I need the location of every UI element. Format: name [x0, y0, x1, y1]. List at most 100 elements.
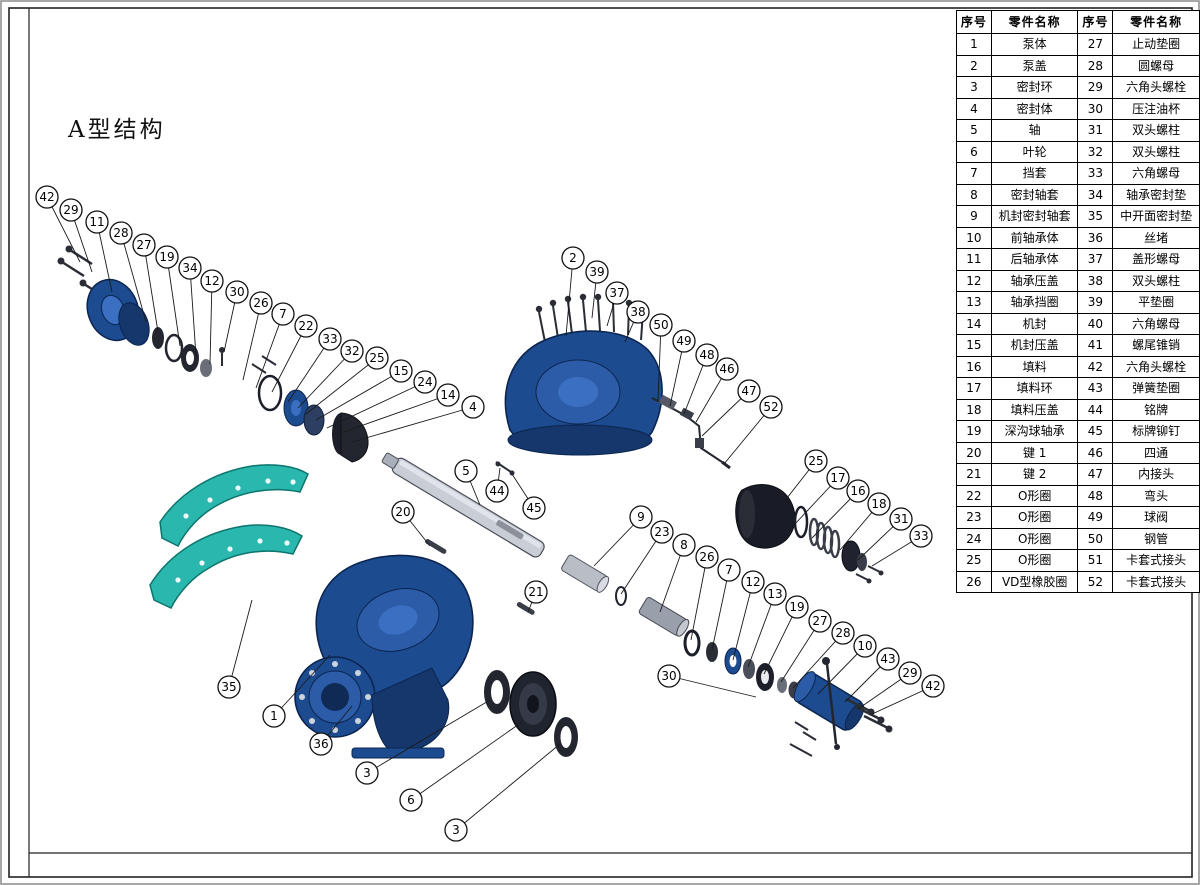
- callout-number: 46: [719, 362, 734, 376]
- callout-number: 29: [63, 203, 78, 217]
- callout-number: 20: [395, 505, 410, 519]
- part-number-cell: 1: [956, 33, 992, 56]
- callout-number: 11: [89, 215, 104, 229]
- callout-number: 19: [789, 600, 804, 614]
- nameplate: [495, 461, 515, 476]
- callout-number: 16: [850, 484, 865, 498]
- part-number-cell: 14: [956, 312, 992, 335]
- leader-line: [326, 381, 426, 429]
- part-name-cell: 弹簧垫圈: [1112, 377, 1200, 400]
- part-name-cell: 键 1: [990, 441, 1079, 464]
- part-name-cell: 内接头: [1112, 463, 1200, 486]
- callout-balloon: [524, 580, 548, 604]
- part-name-cell: 填料环: [990, 377, 1079, 400]
- callout-number: 10: [857, 639, 872, 653]
- part-name-cell: 六角头螺栓: [1112, 76, 1200, 99]
- part-name-cell: 止动垫圈: [1112, 33, 1200, 56]
- part-name-cell: 填料: [990, 355, 1079, 378]
- part-name-cell: 叶轮: [990, 140, 1079, 163]
- part-name-cell: O形圈: [990, 484, 1079, 507]
- callout-balloon: [318, 327, 342, 351]
- parts-table-header: 序号: [1077, 10, 1114, 34]
- callout-number: 47: [741, 384, 756, 398]
- callout-balloon: [672, 329, 696, 353]
- callout-balloon: [109, 221, 133, 245]
- callout-number: 32: [344, 344, 359, 358]
- callout-balloon: [461, 395, 485, 419]
- part-number-cell: 43: [1077, 377, 1114, 400]
- part-name-cell: O形圈: [990, 527, 1079, 550]
- callout-number: 24: [417, 375, 432, 389]
- leader-line: [763, 606, 798, 675]
- part-number-cell: 51: [1077, 549, 1114, 572]
- part-name-cell: 前轴承体: [990, 226, 1079, 249]
- callout-number: 42: [925, 679, 940, 693]
- part-number-cell: 32: [1077, 140, 1114, 163]
- part-number-cell: 29: [1077, 76, 1114, 99]
- part-number-cell: 39: [1077, 291, 1114, 314]
- gauge-piping-assembly: [651, 394, 731, 470]
- callout-balloon: [309, 732, 333, 756]
- callout-number: 42: [39, 190, 54, 204]
- callout-number: 12: [745, 575, 760, 589]
- part-number-cell: 4: [956, 97, 992, 120]
- callout-number: 37: [609, 286, 624, 300]
- callout-balloon: [35, 185, 59, 209]
- callout-balloon: [485, 479, 509, 503]
- part-number-cell: 17: [956, 377, 992, 400]
- callout-number: 3: [363, 766, 371, 780]
- leader-line: [271, 325, 307, 393]
- pump-body: [294, 554, 474, 759]
- callout-balloon: [717, 558, 741, 582]
- callout-balloon: [763, 582, 787, 606]
- callout-balloon: [217, 675, 241, 699]
- part-name-cell: 圆螺母: [1112, 54, 1200, 77]
- callout-balloon: [294, 314, 318, 338]
- callout-number: 39: [589, 265, 604, 279]
- part-name-cell: 双头螺柱: [1112, 269, 1200, 292]
- part-number-cell: 7: [956, 162, 992, 185]
- pump-cover: [504, 293, 663, 456]
- part-number-cell: 52: [1077, 570, 1114, 593]
- callout-balloon: [657, 664, 681, 688]
- callout-balloon: [672, 533, 696, 557]
- callout-number: 25: [808, 454, 823, 468]
- callout-number: 30: [229, 285, 244, 299]
- part-name-cell: 机封压盖: [990, 334, 1079, 357]
- leader-line: [747, 593, 776, 668]
- part-name-cell: 轴承密封垫: [1112, 183, 1200, 206]
- callout-balloon: [200, 269, 224, 293]
- part-name-cell: O形圈: [990, 549, 1079, 572]
- callout-balloon: [853, 634, 877, 658]
- part-number-cell: 13: [956, 291, 992, 314]
- callout-balloon: [262, 704, 286, 728]
- part-number-cell: 24: [956, 527, 992, 550]
- part-number-cell: 46: [1077, 441, 1114, 464]
- leader-line: [46, 196, 81, 263]
- callout-number: 25: [369, 351, 384, 365]
- callout-number: 26: [699, 550, 714, 564]
- callout-number: 27: [812, 614, 827, 628]
- part-number-cell: 26: [956, 570, 992, 593]
- callout-number: 36: [313, 737, 328, 751]
- leader-line: [366, 699, 491, 774]
- callout-balloon: [436, 383, 460, 407]
- callout-number: 14: [440, 388, 455, 402]
- leader-line: [287, 338, 331, 403]
- leader-line: [189, 267, 197, 357]
- parts-table-header: 零件名称: [1112, 10, 1200, 34]
- callout-balloon: [249, 291, 273, 315]
- pump-shaft: [381, 452, 545, 558]
- leader-line: [315, 370, 402, 421]
